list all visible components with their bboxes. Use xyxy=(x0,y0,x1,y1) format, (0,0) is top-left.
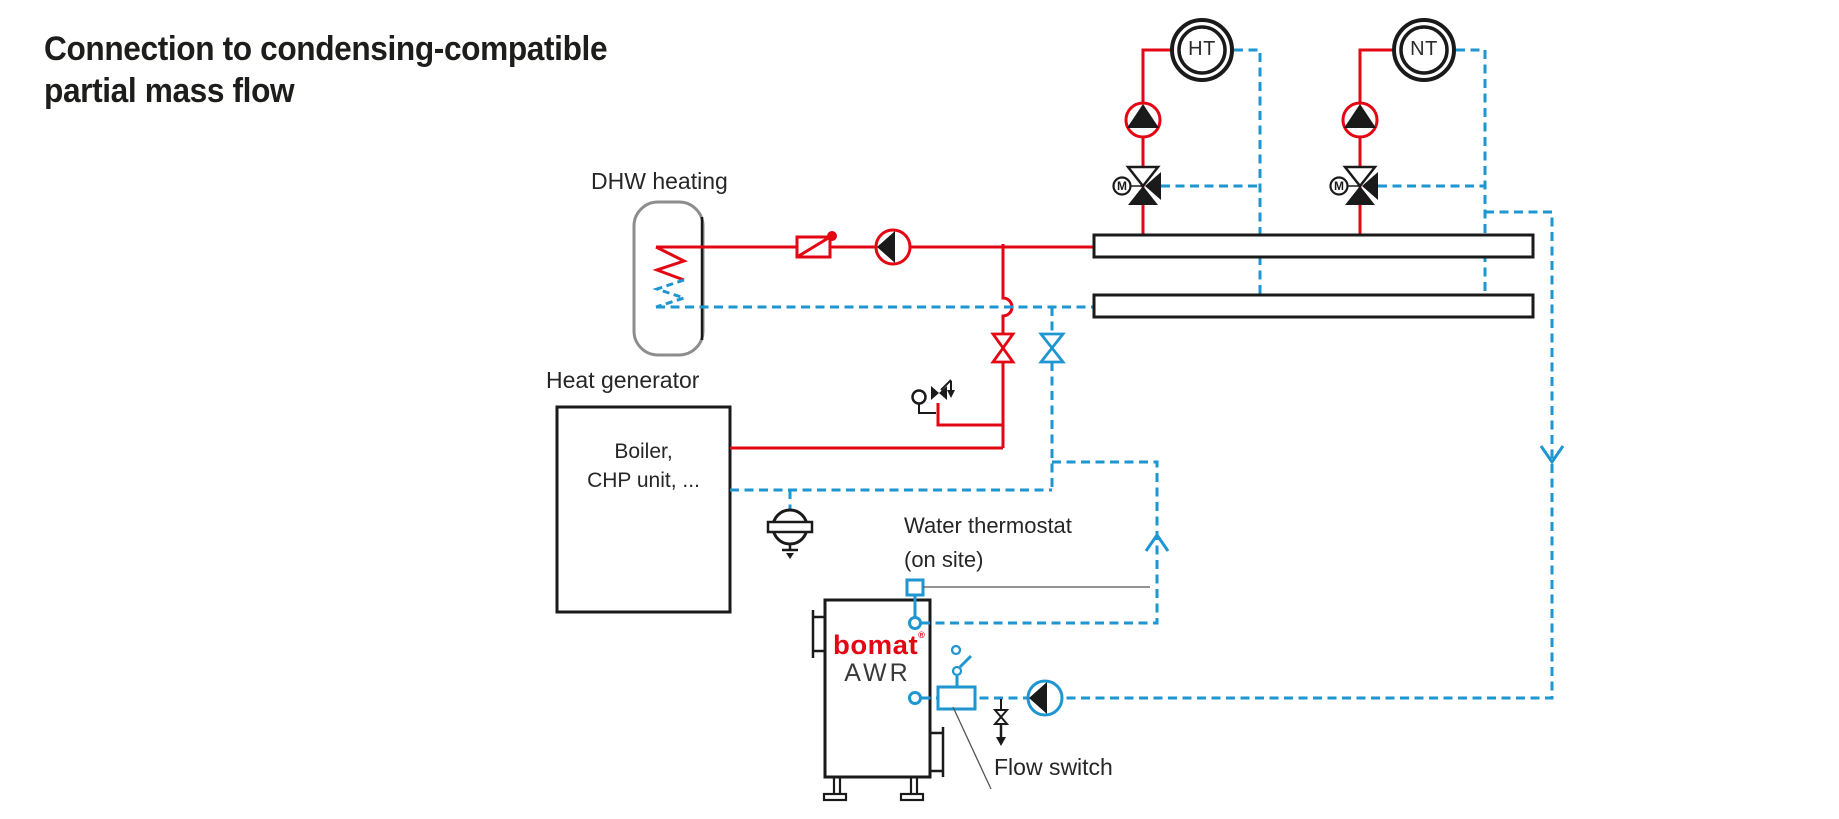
water-thermostat-label-line1: Water thermostat xyxy=(904,513,1072,538)
ht-mixer-motor-label: M xyxy=(1117,179,1127,193)
ht-flow-riser xyxy=(1141,48,1171,240)
ht-mixing-valve xyxy=(1112,165,1161,205)
heat-generator-box xyxy=(555,405,732,614)
brand-logo-text: bomat xyxy=(833,630,919,660)
water-thermostat-label-line2: (on site) xyxy=(904,547,984,572)
awr-feet xyxy=(832,777,919,794)
check-valve xyxy=(795,231,837,259)
manifolds xyxy=(1092,233,1535,319)
flow-manifold xyxy=(1092,233,1535,259)
boiler-label: Boiler, CHP unit, ... xyxy=(557,437,730,495)
dhw-pump xyxy=(874,228,912,266)
nt-circuit xyxy=(1329,18,1456,205)
return-manifold xyxy=(1092,293,1535,319)
safety-branch-line xyxy=(936,403,1003,427)
boiler-flow-line xyxy=(730,244,1014,450)
flow-switch-symbol xyxy=(936,644,977,711)
awr-outlet-line xyxy=(920,460,1159,625)
boiler-label-line1: Boiler, xyxy=(614,440,673,463)
dhw-heating-label: DHW heating xyxy=(591,168,728,194)
nt-flow-riser xyxy=(1358,48,1393,240)
safety-valve-arrow-icon xyxy=(947,390,955,398)
nt-return-line xyxy=(1456,48,1487,300)
tank-coil-return xyxy=(652,278,689,309)
awr-left-flange xyxy=(811,610,825,658)
flow-arrow-up-icon xyxy=(1144,532,1170,552)
flow-arrow-down-icon xyxy=(1539,445,1565,465)
awr-right-flange xyxy=(930,727,945,777)
model-label: AWR xyxy=(844,659,911,687)
flow-switch-leader-line xyxy=(952,706,992,790)
awr-outlet-port-icon xyxy=(908,616,922,630)
drain-valve xyxy=(992,699,1010,746)
nt-mixer-motor-icon xyxy=(1329,176,1349,196)
return-piping xyxy=(652,48,1565,700)
dhw-tank xyxy=(632,200,705,357)
switch-contact-icon xyxy=(958,654,973,669)
ht-pump xyxy=(1124,101,1162,139)
flow-shutoff-valve xyxy=(990,332,1016,364)
brand-logo: bomat® xyxy=(833,630,925,661)
flow-switch-label: Flow switch xyxy=(994,754,1113,780)
ht-return-line xyxy=(1234,48,1262,300)
ht-circuit-label: HT xyxy=(1188,38,1216,60)
page-title: Connection to condensing-compatible part… xyxy=(44,28,608,112)
nt-mixing-valve xyxy=(1329,165,1378,205)
awr-unit-box xyxy=(811,598,945,802)
ht-circuit xyxy=(1112,18,1234,205)
awr-inlet-line xyxy=(920,210,1554,700)
thermostat-pocket-icon xyxy=(905,578,925,597)
tank-coil-flow xyxy=(652,245,688,282)
page-title-line1: Connection to condensing-compatible xyxy=(44,30,608,68)
awr-feed-pump xyxy=(1026,679,1064,717)
awr-inlet-port-icon xyxy=(908,691,922,705)
return-shutoff-valve xyxy=(1038,332,1066,364)
safety-valve-group xyxy=(911,379,955,414)
page-title-line2: partial mass flow xyxy=(44,72,295,110)
boiler-label-line2: CHP unit, ... xyxy=(587,469,700,492)
water-thermostat-label: Water thermostat (on site) xyxy=(904,509,1072,577)
pressure-gauge-icon xyxy=(911,389,927,405)
nt-mixer-motor-label: M xyxy=(1334,179,1344,193)
registered-mark: ® xyxy=(918,630,926,640)
water-thermostat-sensor xyxy=(905,578,925,705)
nt-circuit-label: NT xyxy=(1410,38,1438,60)
heat-generator-label: Heat generator xyxy=(546,367,700,393)
dirt-separator xyxy=(766,508,814,559)
ht-mixer-motor-icon xyxy=(1112,176,1132,196)
nt-pump xyxy=(1341,101,1379,139)
